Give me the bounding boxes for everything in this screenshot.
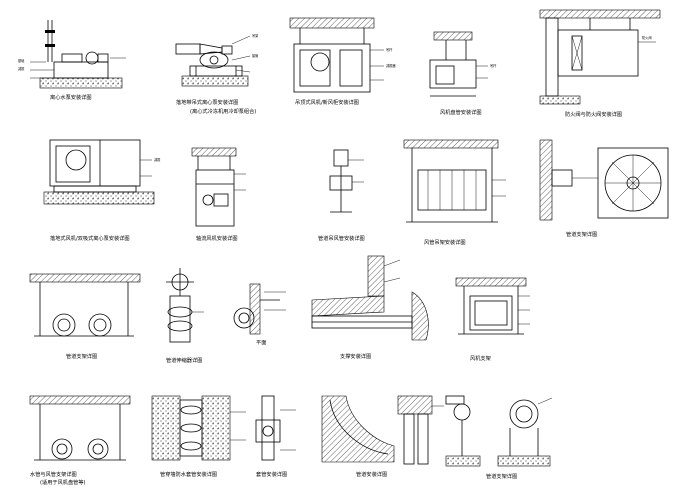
svg-text:减振: 减振 — [154, 157, 161, 162]
caption-support-install: 支撑安装详图 — [340, 352, 371, 360]
caption-duct-support: 风管吊架安装详图 — [424, 238, 466, 246]
caption-floor-fan: 落地式风机/双吸式离心泵安装详图 — [50, 234, 130, 242]
drawing-water-duct-support — [29, 395, 131, 461]
drawing-pipe-support — [29, 273, 141, 337]
caption-water-duct-support: 水管与风管支架详图 — [30, 470, 77, 478]
caption-fan-coil: 风机盘管安装详图 — [440, 108, 482, 116]
drawing-fan-coil: 吊杆 — [429, 31, 497, 97]
drawing-duct-support — [403, 139, 506, 223]
drawing-fan-bracket-2 — [455, 277, 530, 335]
drawing-pipe-support-detail — [445, 395, 553, 467]
drawing-expansion-joint — [166, 268, 204, 343]
drawing-duct-hanger — [329, 149, 364, 213]
caption-pipe-support-detail: 管道支架详图 — [486, 472, 517, 480]
caption-expansion-joint: 管道伸缩器详图 — [166, 356, 202, 364]
svg-text:吊架: 吊架 — [252, 33, 259, 38]
drawing-floor-fan: 减振 — [43, 139, 161, 205]
caption-ceiling-fan-unit: 吊顶式风机/新风柜安装详图 — [295, 98, 359, 106]
svg-text:吊杆: 吊杆 — [490, 63, 497, 68]
caption-floor-hanging-pump-note: (离心式冷冻机用冷却泵组合) — [190, 107, 256, 115]
caption-duct-hanger: 管道吊风管安装详图 — [318, 234, 365, 242]
caption-axial-fan: 轴流风机安装详图 — [196, 234, 238, 242]
drawing-pipe-install — [321, 395, 444, 465]
svg-text:减振: 减振 — [18, 66, 25, 71]
caption-water-duct-support-note: (适用于风机盘管等) — [40, 478, 86, 486]
drawing-wall-sleeve — [151, 395, 246, 461]
svg-text:接管: 接管 — [252, 53, 258, 58]
svg-text:吊杆: 吊杆 — [386, 47, 393, 52]
caption-fan-bracket-2: 风机支架 — [470, 354, 491, 362]
svg-text:基础: 基础 — [18, 58, 24, 63]
caption-pipe-support: 管道支架详图 — [66, 352, 97, 360]
drawing-axial-fan — [191, 147, 246, 227]
caption-wall-sleeve: 管穿墙防水套管安装详图 — [160, 470, 217, 478]
drawing-centrifugal-pump: 基础 减振 — [18, 20, 126, 89]
caption-floor-hanging-pump: 落地带吊式离心泵安装详图 — [176, 98, 238, 106]
caption-plan: 平面 — [256, 339, 266, 346]
drawing-floor-hanging-pump: 吊架 接管 — [175, 33, 259, 87]
drawing-ceiling-fan-unit: 吊杆 减振器 — [289, 17, 396, 93]
drawing-support-install — [311, 255, 429, 341]
drawing-fire-damper: 防火阀 — [539, 9, 661, 105]
svg-text:防火阀: 防火阀 — [642, 35, 652, 40]
drawing-fan-bracket — [539, 139, 669, 221]
drawing-plan — [233, 283, 286, 335]
caption-sleeve-install: 套管安装详图 — [256, 470, 287, 478]
drawing-sleeve-install — [255, 395, 296, 461]
caption-centrifugal-pump: 离心水泵安装详图 — [50, 93, 92, 101]
caption-fan-bracket: 管道支架详图 — [566, 230, 597, 238]
caption-pipe-install: 管道安装详图 — [356, 470, 387, 478]
svg-text:减振器: 减振器 — [386, 63, 396, 68]
caption-fire-damper: 防火阀与防火阀安装详图 — [565, 110, 622, 118]
